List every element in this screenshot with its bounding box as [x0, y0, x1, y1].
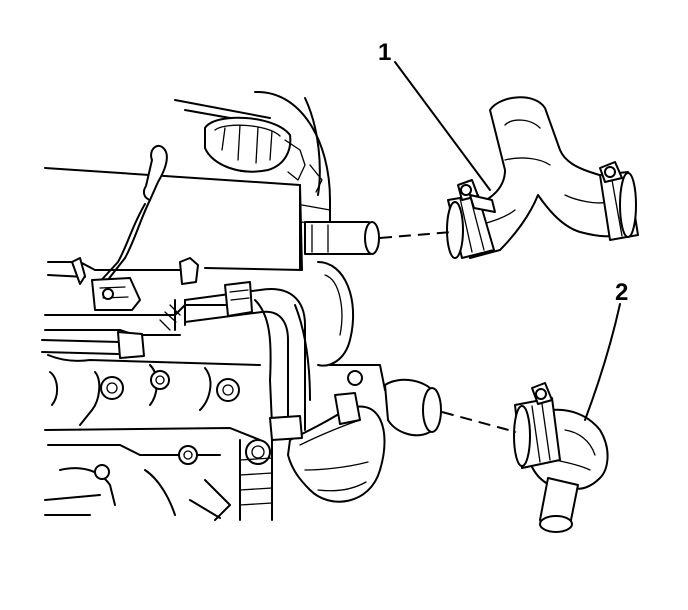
upper-radiator-hose — [446, 96, 639, 259]
oil-fill-cap — [204, 116, 292, 173]
upper-hose-clamp-radiator — [599, 161, 639, 241]
callout-2: 2 — [584, 279, 628, 421]
lower-hose-clamp — [513, 382, 561, 469]
lower-radiator-hose — [513, 382, 609, 533]
engine-block-lower — [44, 354, 273, 521]
engine-assembly — [41, 90, 442, 521]
callout-2-label: 2 — [615, 279, 628, 306]
alignment-line-upper — [379, 231, 453, 239]
water-pump-inlet — [329, 364, 442, 437]
callout-1: 1 — [378, 39, 491, 191]
leader-line-1 — [394, 61, 491, 191]
leader-line-2 — [584, 303, 621, 421]
intake-manifold — [44, 167, 331, 271]
thermostat-outlet — [304, 221, 380, 255]
bypass-pipe — [159, 281, 311, 431]
upper-hose-clamp-engine — [446, 179, 496, 259]
alignment-line-lower — [441, 411, 517, 433]
heater-hose-loop — [269, 392, 386, 503]
callout-1-label: 1 — [378, 39, 391, 66]
fuel-rail-harness — [41, 257, 231, 359]
dipstick — [94, 144, 168, 291]
